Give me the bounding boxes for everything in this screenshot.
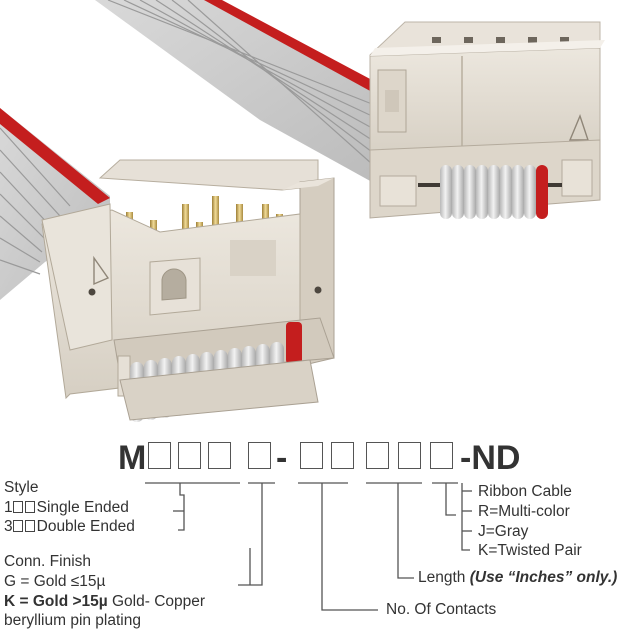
cable-digit-box	[430, 442, 453, 469]
length-label: Length (Use “Inches” only.)	[418, 569, 617, 587]
contacts-label: No. Of Contacts	[386, 601, 497, 618]
part-number-suffix: -ND	[460, 439, 521, 477]
style-digit-box-2	[178, 442, 201, 469]
finish-option-note: beryllium pin plating	[4, 612, 141, 629]
contacts-digit-box-1	[248, 442, 271, 469]
cable-option-gray: J=Gray	[478, 523, 529, 540]
contacts-digit-box-2	[300, 442, 323, 469]
style-option-single-text: Single Ended	[36, 499, 129, 516]
style-option-single: 1 Single Ended	[4, 499, 129, 517]
ribbon-cable-upper	[95, 0, 373, 182]
cable-option-twisted-pair: K=Twisted Pair	[478, 542, 582, 559]
length-label-text: Length	[418, 569, 470, 586]
style-digit-box-1	[148, 442, 171, 469]
digit-placeholder-icon	[24, 501, 35, 513]
length-note: (Use “Inches” only.)	[469, 569, 618, 586]
digit-placeholder-icon	[12, 501, 23, 513]
part-number: M - -ND	[118, 438, 538, 478]
finish-option-heavy-gold: K = Gold >15µ Gold- Copper	[4, 593, 205, 611]
length-digit-box-2	[366, 442, 389, 469]
part-number-prefix: M	[118, 439, 147, 477]
style-option-single-code: 1	[4, 499, 13, 516]
length-digit-box-1	[331, 442, 354, 469]
length-digit-box-3	[398, 442, 421, 469]
style-option-double: 3 Double Ended	[4, 518, 135, 536]
ribbon-cable-lower	[0, 108, 110, 300]
finish-option-heavy-gold-desc: Gold- Copper	[107, 593, 206, 610]
finish-option-gold: G = Gold ≤15µ	[4, 573, 106, 590]
style-title: Style	[4, 479, 39, 496]
finish-digit-box	[208, 442, 231, 469]
socket-ribbon-rolls	[440, 165, 548, 219]
style-option-double-code: 3	[4, 518, 13, 535]
part-number-dash: -	[276, 439, 288, 477]
finish-title: Conn. Finish	[4, 553, 92, 570]
header-strain-relief	[119, 359, 319, 421]
callout-lines	[145, 482, 472, 611]
digit-placeholder-icon	[12, 520, 23, 532]
digit-placeholder-icon	[24, 520, 35, 532]
cable-title: Ribbon Cable	[478, 483, 572, 500]
finish-option-heavy-gold-code: K = Gold >15µ	[4, 593, 108, 610]
cable-option-multicolor: R=Multi-color	[478, 503, 570, 520]
style-option-double-text: Double Ended	[36, 518, 135, 535]
